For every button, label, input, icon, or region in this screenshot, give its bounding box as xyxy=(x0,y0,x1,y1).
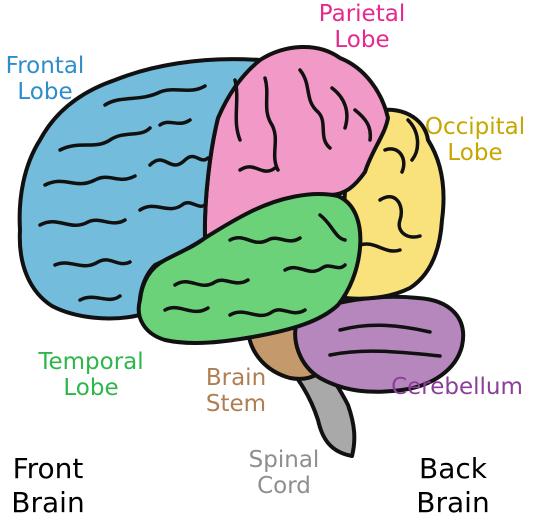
label-front-brain-line2: Brain xyxy=(11,485,85,519)
label-parietal-lobe-line1: Parietal xyxy=(318,1,406,27)
label-back-brain-line2: Brain xyxy=(416,485,490,519)
temporal-lobe-shape xyxy=(136,192,363,345)
label-front-brain: Front Brain xyxy=(2,452,94,519)
label-parietal-lobe-line2: Lobe xyxy=(334,26,390,53)
label-frontal-lobe-line2: Lobe xyxy=(17,78,73,105)
frontal-lobe-shape xyxy=(17,57,262,321)
label-cerebellum-line1: Cerebellum xyxy=(391,374,523,400)
label-occipital-lobe: Occipital Lobe xyxy=(416,114,534,167)
label-occipital-lobe-line2: Lobe xyxy=(447,139,503,166)
label-brain-stem-line1: Brain xyxy=(205,365,267,391)
label-occipital-lobe-line1: Occipital xyxy=(424,114,526,140)
label-frontal-lobe-line1: Frontal xyxy=(5,53,85,79)
label-brain-stem-line2: Stem xyxy=(205,390,267,417)
label-frontal-lobe: Frontal Lobe xyxy=(0,53,90,106)
label-front-brain-line1: Front xyxy=(12,452,84,485)
label-spinal-cord-line2: Cord xyxy=(257,472,311,499)
label-brain-stem: Brain Stem xyxy=(195,365,277,418)
label-parietal-lobe: Parietal Lobe xyxy=(312,1,412,54)
label-cerebellum: Cerebellum xyxy=(378,374,536,401)
label-back-brain: Back Brain xyxy=(406,452,500,519)
label-temporal-lobe-line1: Temporal xyxy=(38,349,144,375)
label-temporal-lobe: Temporal Lobe xyxy=(28,349,154,402)
label-spinal-cord: Spinal Cord xyxy=(236,447,332,500)
label-temporal-lobe-line2: Lobe xyxy=(63,374,119,401)
brain-folds xyxy=(38,68,442,358)
label-spinal-cord-line1: Spinal xyxy=(248,447,320,473)
label-back-brain-line1: Back xyxy=(419,452,487,485)
